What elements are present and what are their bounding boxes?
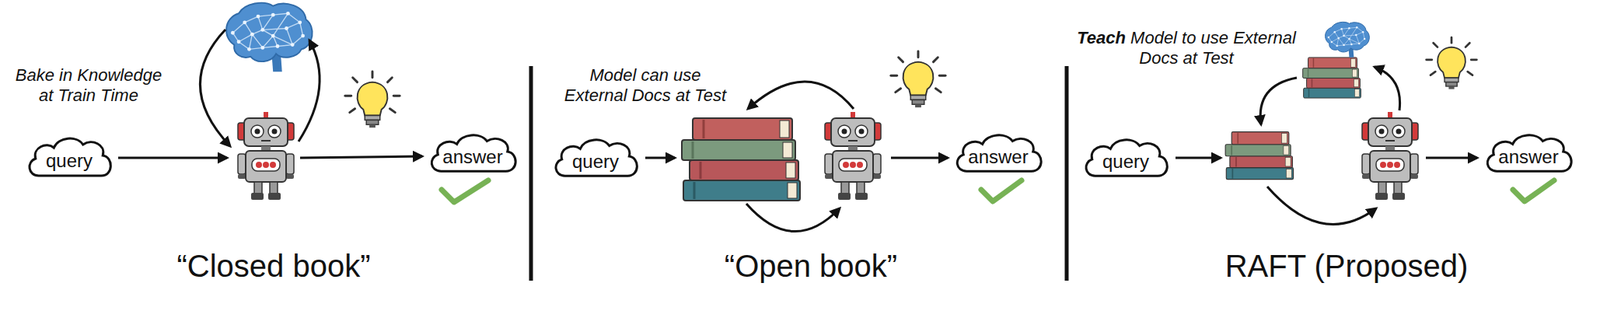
cloud-text: query bbox=[572, 150, 619, 173]
text-group: RAFT (Proposed) bbox=[1191, 247, 1503, 285]
cloud-text: query bbox=[1102, 150, 1150, 173]
cloud-node: query bbox=[23, 132, 116, 182]
cloud-text: answer bbox=[442, 146, 503, 168]
annotation-text: Teach bbox=[1076, 27, 1126, 48]
cloud-node: answer bbox=[950, 129, 1046, 178]
annotation-text: Model to use External Docs at Test bbox=[1130, 27, 1297, 68]
cloud-node: answer bbox=[1481, 129, 1576, 178]
annotation-text: Model can use External Docs at Test bbox=[564, 65, 727, 105]
annotation-text: Bake in Knowledge at Train Time bbox=[15, 65, 162, 105]
text-group: “Open book” bbox=[655, 247, 967, 285]
text-group: Model can use External Docs at Test bbox=[559, 65, 731, 107]
text-group: TeachModel to use External Docs at Test bbox=[1072, 27, 1300, 70]
cloud-text: query bbox=[45, 150, 93, 172]
panel-caption: “Closed book” bbox=[176, 248, 371, 283]
cloud-text: answer bbox=[1498, 146, 1559, 168]
text-group: “Closed book” bbox=[118, 247, 430, 285]
cloud-text: answer bbox=[967, 146, 1028, 168]
panel-caption: RAFT (Proposed) bbox=[1225, 248, 1469, 283]
cloud-node: query bbox=[549, 133, 642, 182]
text-group: Bake in Knowledge at Train Time bbox=[10, 65, 167, 107]
panel-caption: “Open book” bbox=[724, 248, 898, 283]
cloud-node: query bbox=[1079, 133, 1172, 182]
cloud-node: answer bbox=[425, 129, 521, 178]
